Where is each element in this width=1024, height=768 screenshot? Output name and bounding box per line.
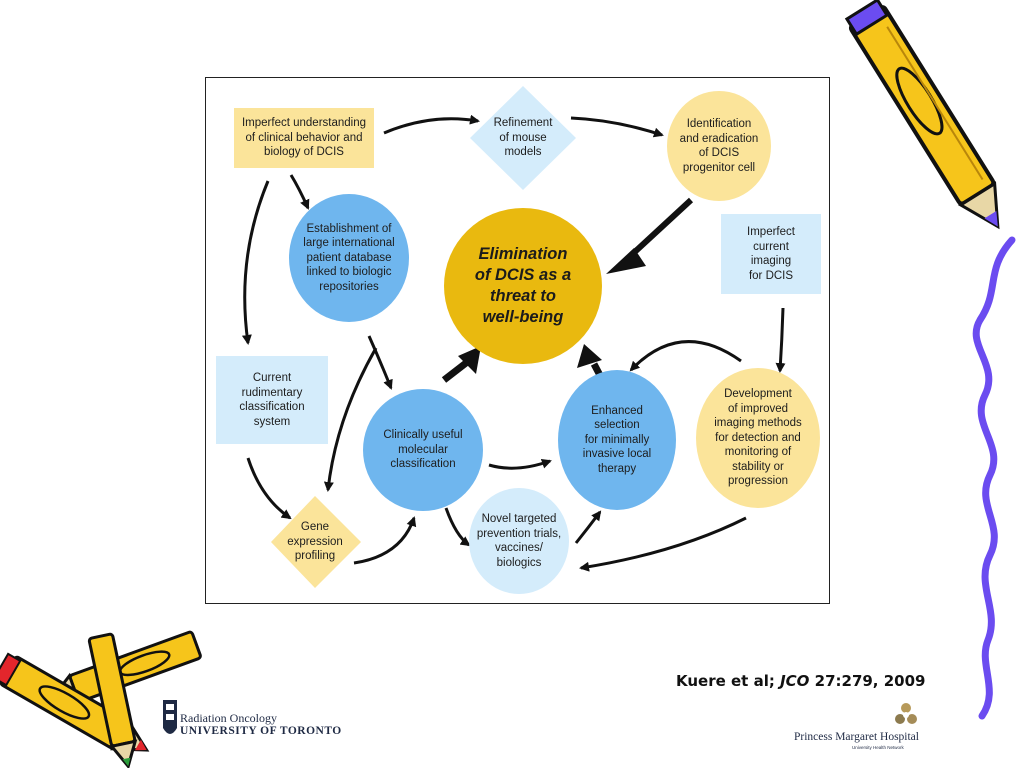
bold-arrow-molecular-to-center <box>441 346 481 383</box>
bold-arrow-identification-to-center <box>606 197 694 274</box>
arrow-molecular-to-trials <box>444 507 471 547</box>
arrow-imaging-to-development <box>775 307 786 373</box>
arrow-gene-to-molecular <box>353 516 417 565</box>
uoft-line2: UNIVERSITY OF TORONTO <box>180 725 342 737</box>
gene-expression-diamond <box>271 496 361 588</box>
arrow-molecular-to-enhanced <box>488 458 552 470</box>
arrow-understanding-to-classification <box>241 180 270 345</box>
refinement-label: Refinement of mouse models <box>493 117 553 159</box>
current-classification-box: Current rudimentary classification syste… <box>216 356 328 444</box>
citation: Kuere et al; JCO 27:279, 2009 <box>676 672 925 690</box>
diagram-shapes <box>241 86 786 588</box>
arrow-refinement-to-identification <box>570 116 664 138</box>
uoft-logo-text: Radiation Oncology UNIVERSITY OF TORONTO <box>180 712 342 738</box>
citation-authors: Kuere et al; <box>676 672 781 690</box>
arrow-understanding-to-refinement <box>383 114 480 135</box>
citation-journal: JCO <box>780 672 810 690</box>
imperfect-imaging-box: Imperfect current imaging for DCIS <box>721 214 821 294</box>
development-imaging-circle: Development of improved imaging methods … <box>696 368 820 508</box>
crayon-bottom-left-vertical-icon <box>87 632 138 768</box>
diagram-frame: Imperfect understanding of clinical beha… <box>205 77 830 604</box>
refinement-diamond <box>470 86 576 190</box>
enhanced-selection-circle: Enhanced selection for minimally invasiv… <box>558 370 676 510</box>
arrow-development-to-enhanced <box>629 340 742 372</box>
uoft-line1: Radiation Oncology <box>180 711 277 725</box>
citation-ref: 27:279, 2009 <box>809 672 926 690</box>
uoft-crest-icon <box>163 700 177 734</box>
elimination-center-circle: Elimination of DCIS as a threat to well-… <box>444 208 602 364</box>
crayon-top-right-icon <box>844 0 1000 230</box>
arrow-understanding-to-establishment <box>289 174 310 210</box>
molecular-classification-circle: Clinically useful molecular classificati… <box>363 389 483 511</box>
pmh-logo-icon <box>895 703 917 724</box>
arrow-establishment-to-molecular <box>367 335 393 390</box>
imperfect-understanding-box: Imperfect understanding of clinical beha… <box>234 108 374 168</box>
establishment-circle: Establishment of large international pat… <box>289 194 409 322</box>
pmh-logo-text: Princess Margaret Hospital <box>794 731 919 743</box>
arrow-trials-to-enhanced <box>574 510 602 544</box>
gene-expression-label: Gene expression profiling <box>287 521 343 563</box>
novel-trials-circle: Novel targeted prevention trials, vaccin… <box>469 488 569 594</box>
squiggle-line-icon <box>972 236 1016 720</box>
arrow-establishment-to-gene <box>323 347 378 492</box>
pmh-logo-subtext: University Health Network <box>852 745 904 750</box>
arrow-classification-to-gene <box>246 457 292 520</box>
identification-circle: Identification and eradication of DCIS p… <box>667 91 771 201</box>
arrow-development-to-trials <box>579 516 747 572</box>
